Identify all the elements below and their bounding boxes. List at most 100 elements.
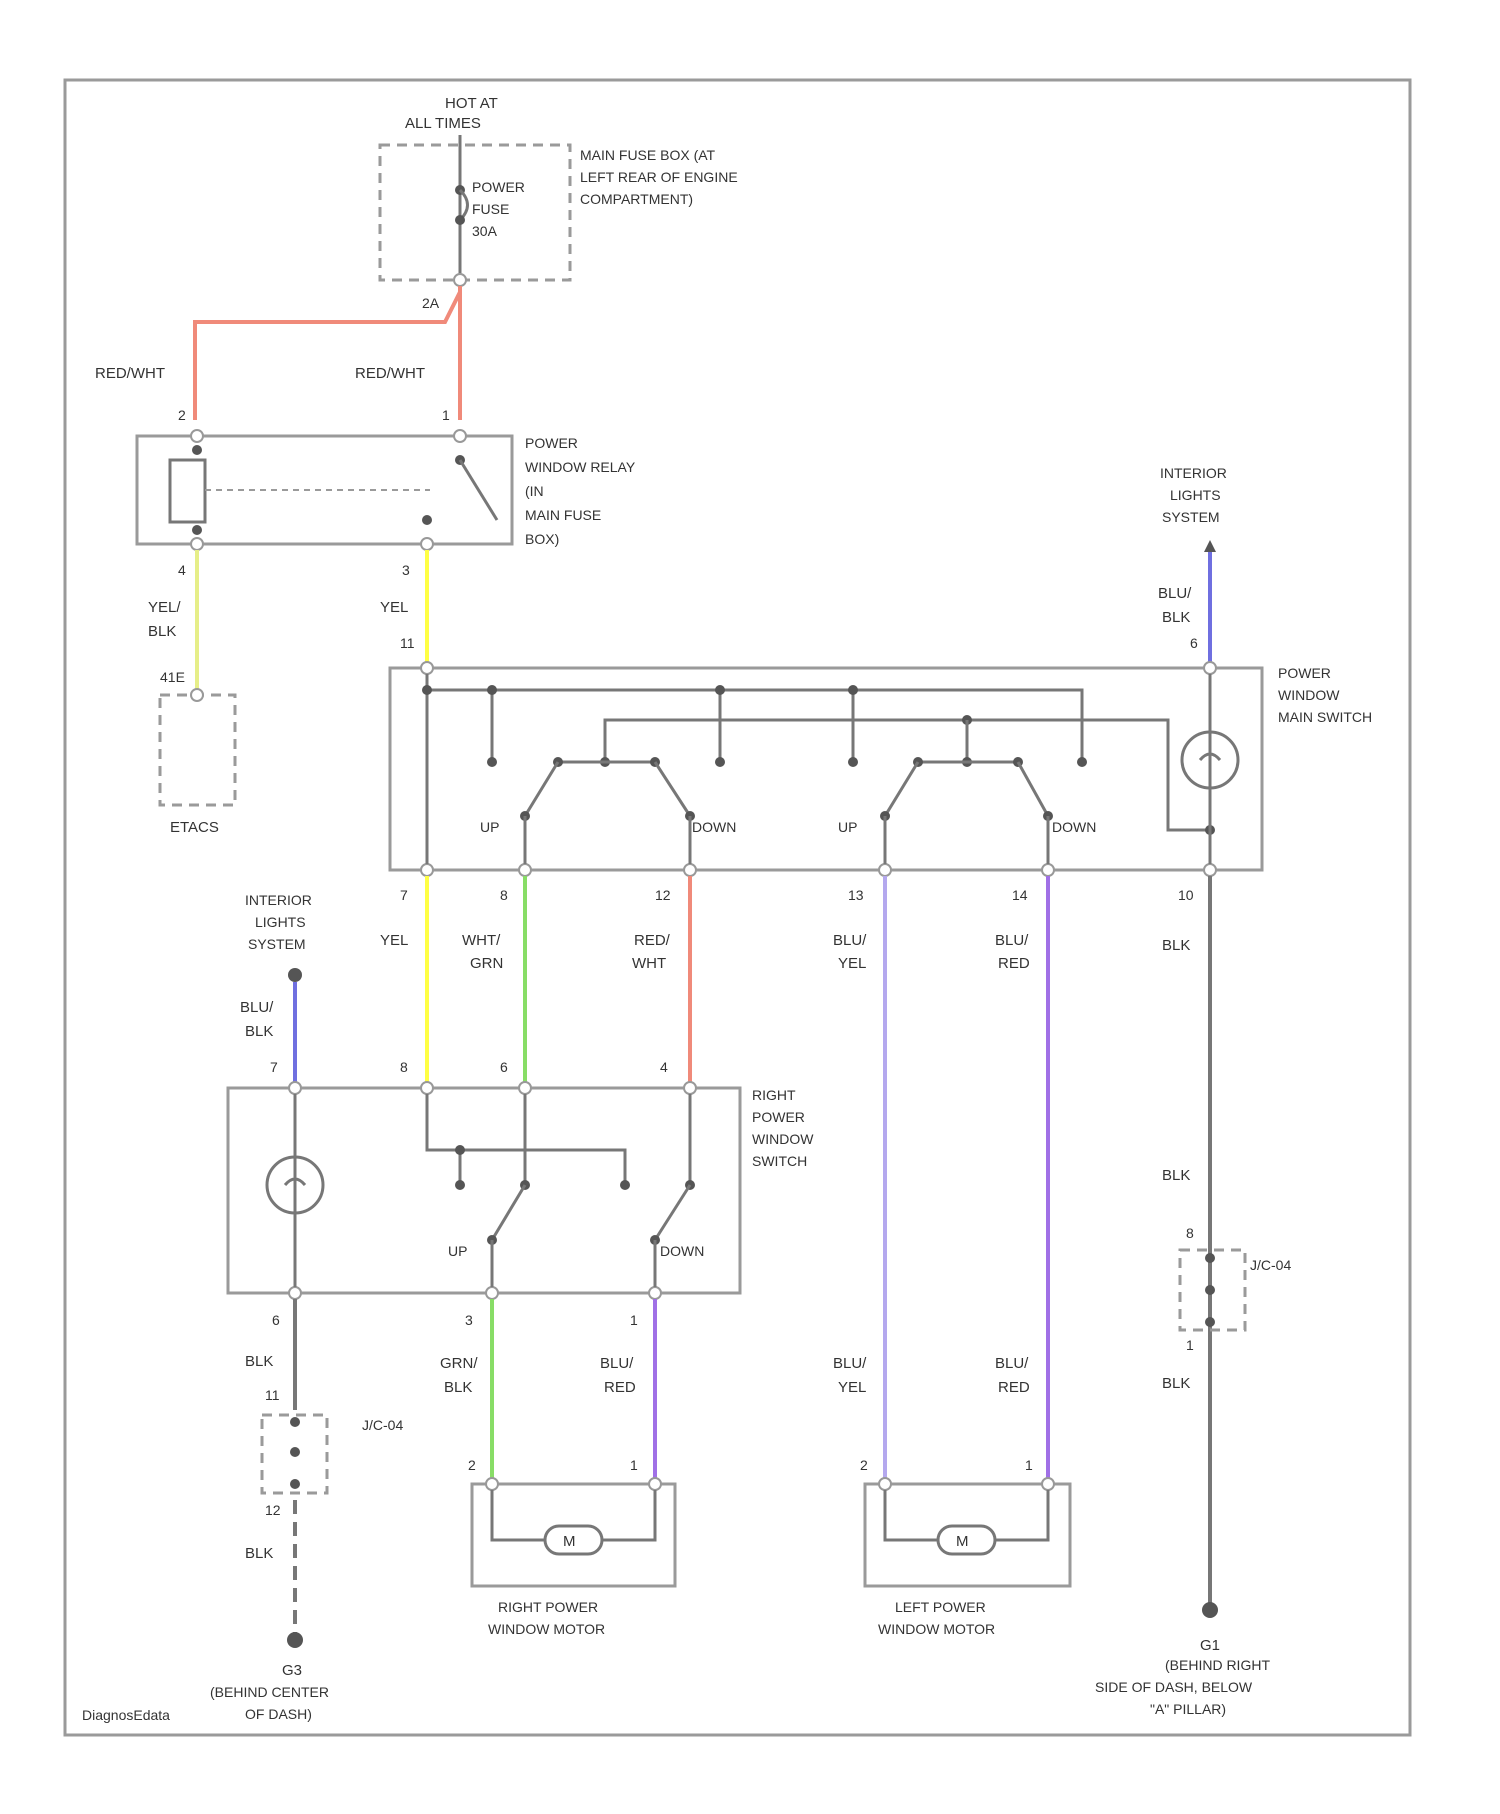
relay-pin-2-label: 2 xyxy=(178,407,186,423)
ground-g1-line-2: SIDE OF DASH, BELOW xyxy=(1095,1679,1253,1695)
wire-red-wht-label-1: RED/ xyxy=(634,932,671,949)
right-motor-symbol: M xyxy=(563,1533,576,1550)
wire-yel-relay-label: YEL xyxy=(380,599,408,616)
power-window-main-switch: UP DOWN UP DOWN POWER WINDOW MAIN SWITCH xyxy=(390,662,1372,876)
wire-blu-red-label-3: BLU/ xyxy=(995,1355,1029,1372)
ground-g1-symbol xyxy=(1202,1602,1218,1618)
wire-wht-grn-label-2: GRN xyxy=(470,955,503,972)
wire-blu-red-label-1: BLU/ xyxy=(995,932,1029,949)
left-motor-symbol: M xyxy=(956,1533,969,1550)
main-switch-pin-8-label: 8 xyxy=(500,887,508,903)
main-switch-blade-up-2 xyxy=(885,762,918,816)
right-switch-down-pin-label: 1 xyxy=(630,1312,638,1328)
wire-blu-blk-right-2: BLK xyxy=(1162,609,1190,626)
wire-blu-yel-label-1: BLU/ xyxy=(833,932,867,949)
ground-g1-line-3: "A" PILLAR) xyxy=(1150,1701,1226,1717)
interior-lights-right-arrow xyxy=(1204,540,1216,552)
left-motor-pin-left: 2 xyxy=(860,1457,868,1473)
relay-coil xyxy=(170,460,205,522)
relay-label-5: BOX) xyxy=(525,531,559,547)
fuse-pin xyxy=(454,274,466,286)
jc-right-pin-top: 8 xyxy=(1186,1225,1194,1241)
wire-blk-left-label-2: BLK xyxy=(245,1545,273,1562)
hot-label-2: ALL TIMES xyxy=(405,115,481,132)
wire-red-wht-label-2: WHT xyxy=(632,955,666,972)
wire-blu-blk-left-2: BLK xyxy=(245,1023,273,1040)
right-switch-up: UP xyxy=(448,1243,467,1259)
main-switch-blade-up-1 xyxy=(525,762,558,816)
main-switch-down-2: DOWN xyxy=(1052,819,1096,835)
right-switch-blade-up xyxy=(492,1185,525,1240)
wire-yel-blk-label-2: BLK xyxy=(148,623,176,640)
right-switch-pin-8-label: 8 xyxy=(400,1059,408,1075)
right-power-window-motor: 2 1 M RIGHT POWER WINDOW MOTOR xyxy=(468,1457,675,1637)
wire-red-white-left-label: RED/WHT xyxy=(95,365,165,382)
wire-wht-grn-label-1: WHT/ xyxy=(462,932,501,949)
wire-blu-yel-label-4: YEL xyxy=(838,1379,866,1396)
right-switch-label-2: POWER xyxy=(752,1109,805,1125)
relay-label-2: WINDOW RELAY xyxy=(525,459,636,475)
fuse-box-label-3: COMPARTMENT) xyxy=(580,191,693,207)
right-switch-blade-down xyxy=(655,1185,690,1240)
main-fuse-box: HOT AT ALL TIMES MAIN FUSE BOX (AT LEFT … xyxy=(380,95,738,311)
fuse-terminal-bottom xyxy=(455,215,465,225)
etacs-label: ETACS xyxy=(170,819,219,836)
fuse-label-2: FUSE xyxy=(472,201,509,217)
main-switch-label-2: WINDOW xyxy=(1278,687,1340,703)
left-motor-label-1: LEFT POWER xyxy=(895,1599,986,1615)
fuse-label-1: POWER xyxy=(472,179,525,195)
right-switch-label-1: RIGHT xyxy=(752,1087,796,1103)
main-switch-down-1: DOWN xyxy=(692,819,736,835)
wire-blk-label-2: BLK xyxy=(1162,1167,1190,1184)
main-switch-label-3: MAIN SWITCH xyxy=(1278,709,1372,725)
relay-contact xyxy=(460,460,497,520)
ground-g1-line-1: (BEHIND RIGHT xyxy=(1165,1657,1270,1673)
interior-lights-left-2: LIGHTS xyxy=(255,914,306,930)
wire-blk-label-1: BLK xyxy=(1162,937,1190,954)
fuse-label-3: 30A xyxy=(472,223,498,239)
ground-g3-line-2: OF DASH) xyxy=(245,1706,312,1722)
etacs-pin-label: 41E xyxy=(160,669,185,685)
interior-lights-left-1: INTERIOR xyxy=(245,892,312,908)
wire-blu-red-rm-label-2: RED xyxy=(604,1379,636,1396)
wire-grn-blk-label-2: BLK xyxy=(444,1379,472,1396)
left-power-window-motor: 2 1 M LEFT POWER WINDOW MOTOR xyxy=(860,1457,1070,1637)
right-power-window-switch: UP DOWN RIGHT POWER WINDOW SWITCH xyxy=(228,1082,814,1299)
jc-right-label: J/C-04 xyxy=(1250,1257,1291,1273)
main-switch-pin-11-label: 11 xyxy=(400,635,415,651)
main-switch-pin-13-label: 13 xyxy=(848,887,864,903)
right-motor-pin-right: 1 xyxy=(630,1457,638,1473)
wire-yel-label: YEL xyxy=(380,932,408,949)
wire-blu-yel-label-3: BLU/ xyxy=(833,1355,867,1372)
main-switch-pin-12-label: 12 xyxy=(655,887,671,903)
right-switch-label-3: WINDOW xyxy=(752,1131,814,1147)
ground-g3-id: G3 xyxy=(282,1662,302,1679)
main-switch-pin-6-label: 6 xyxy=(1190,635,1198,651)
main-switch-up-2: UP xyxy=(838,819,857,835)
ground-g3-line-1: (BEHIND CENTER xyxy=(210,1684,329,1700)
interior-lights-right-3: SYSTEM xyxy=(1162,509,1220,525)
wire-blk-label-3: BLK xyxy=(1162,1375,1190,1392)
wire-blu-blk-right-1: BLU/ xyxy=(1158,585,1192,602)
right-switch-down: DOWN xyxy=(660,1243,704,1259)
main-switch-blade-down-1 xyxy=(655,762,690,816)
interior-lights-left-3: SYSTEM xyxy=(248,936,306,952)
main-switch-pin-7-label: 7 xyxy=(400,887,408,903)
wire-blu-red-rm-label-1: BLU/ xyxy=(600,1355,634,1372)
main-switch-up-1: UP xyxy=(480,819,499,835)
wire-blu-red-label-4: RED xyxy=(998,1379,1030,1396)
wire-grn-blk-label-1: GRN/ xyxy=(440,1355,478,1372)
watermark: DiagnosEdata xyxy=(82,1707,170,1723)
relay-label-3: (IN xyxy=(525,483,544,499)
right-motor-label-2: WINDOW MOTOR xyxy=(488,1621,605,1637)
wire-blu-red-label-2: RED xyxy=(998,955,1030,972)
interior-lights-left-terminal xyxy=(288,968,302,982)
main-switch-pin-10-label: 10 xyxy=(1178,887,1194,903)
wire-blu-blk-left-1: BLU/ xyxy=(240,999,274,1016)
right-switch-gnd-pin-label: 6 xyxy=(272,1312,280,1328)
hot-label-1: HOT AT xyxy=(445,95,498,112)
right-motor-label-1: RIGHT POWER xyxy=(498,1599,598,1615)
interior-lights-right-1: INTERIOR xyxy=(1160,465,1227,481)
ground-g1-id: G1 xyxy=(1200,1637,1220,1654)
